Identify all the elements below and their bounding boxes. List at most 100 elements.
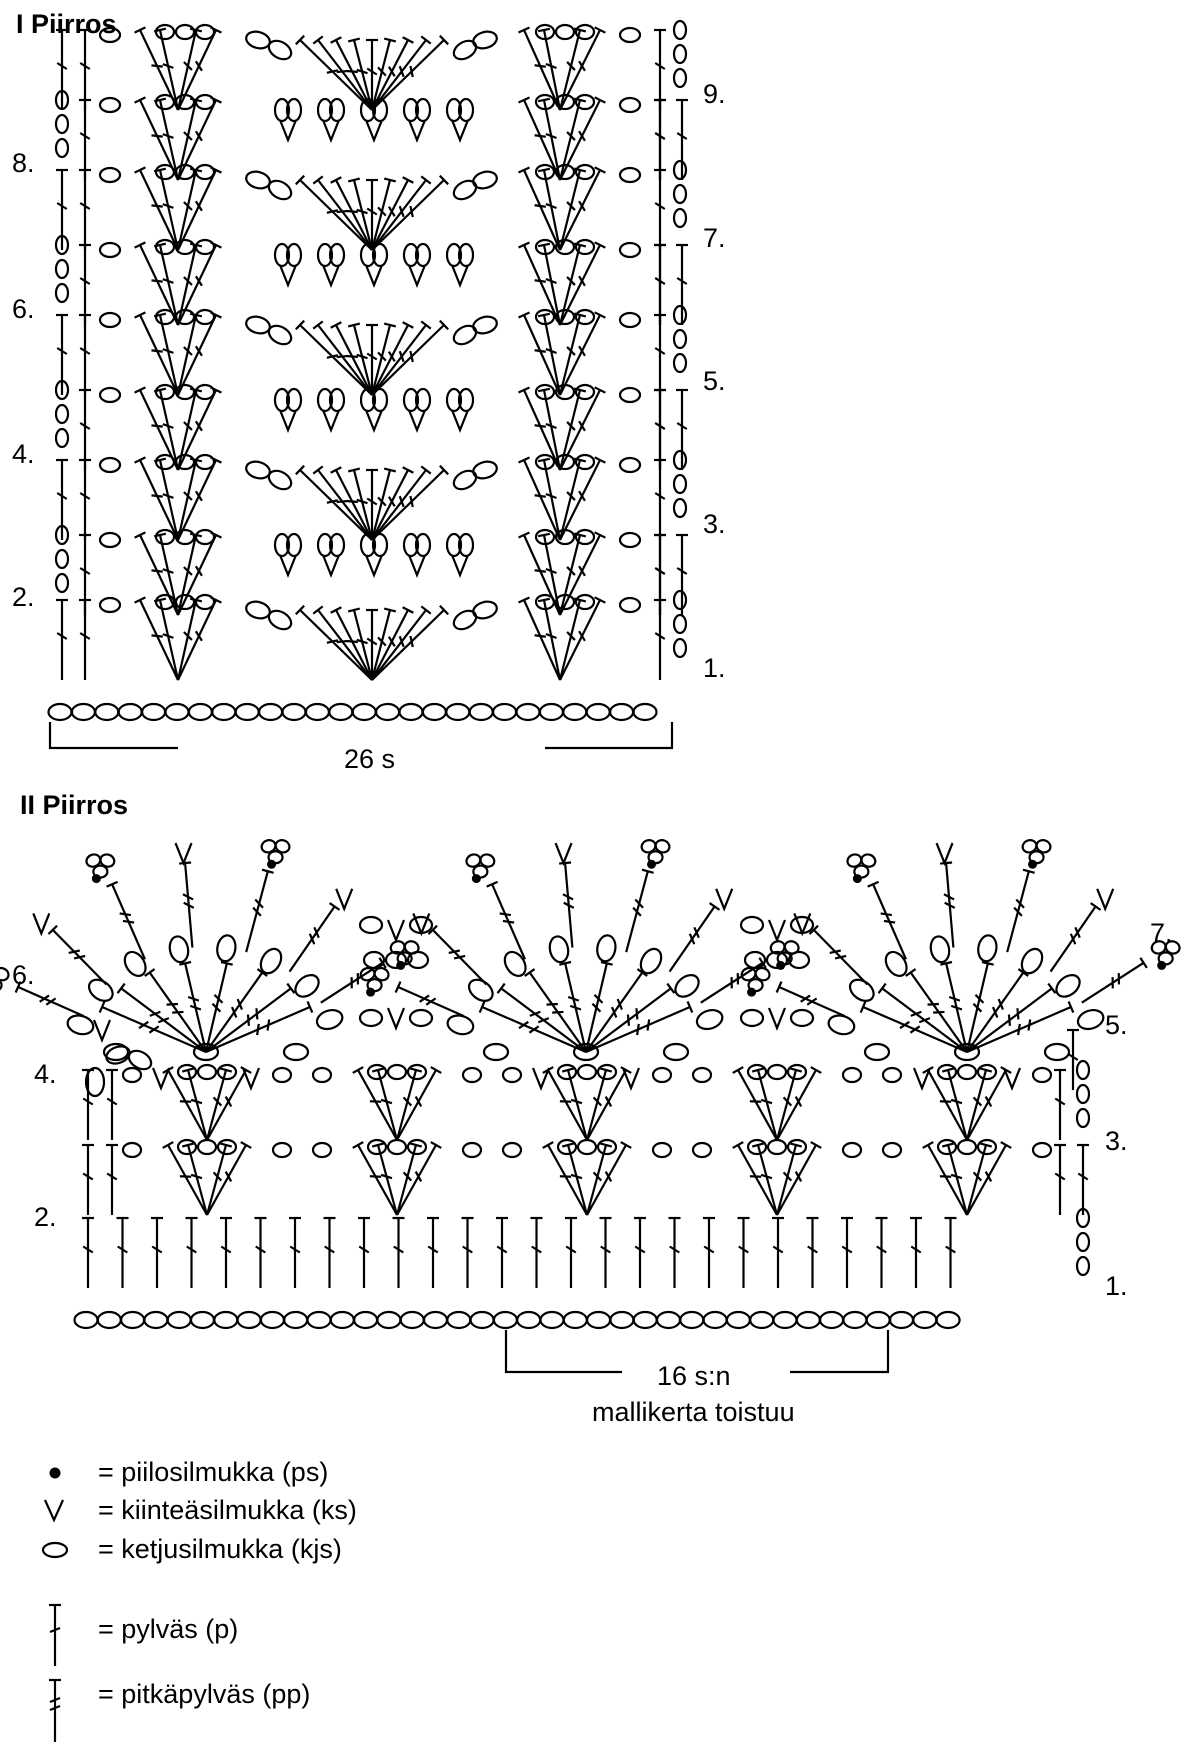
double-crochet: [756, 1069, 779, 1141]
stitch-cap: [636, 968, 648, 977]
stitch-cap: [789, 1067, 803, 1073]
stitch-bar: [933, 1010, 945, 1014]
stitch-bar: [79, 132, 91, 140]
stitch-bar: [991, 1006, 999, 1018]
stitch-cap: [518, 166, 530, 174]
double-crochet: [139, 534, 179, 616]
stitch-cap: [420, 605, 432, 615]
double-crochet: [317, 469, 373, 541]
chain-stitch: [359, 97, 377, 123]
chain-stitch: [1075, 1107, 1091, 1129]
double-crochet: [558, 169, 582, 251]
stitch-cap: [134, 596, 146, 604]
stitch-cap: [594, 166, 606, 174]
double-crochet: [927, 1069, 968, 1141]
double-crochet: [158, 169, 180, 251]
chain-stitch: [211, 702, 237, 722]
stitch-cap: [877, 982, 887, 994]
chain-stitch: [534, 383, 556, 401]
double-crochet: [139, 459, 179, 541]
stitch-bar: [669, 1245, 680, 1254]
chain-stitch: [402, 387, 420, 413]
double-crochet: [176, 459, 198, 541]
stitch-bar: [566, 276, 576, 286]
stitch-bar: [194, 565, 203, 577]
stitch-bar: [151, 634, 163, 638]
double-crochet: [206, 1144, 247, 1216]
row-label-3: 3.: [1105, 1126, 1128, 1156]
chain-stitch: [194, 383, 216, 401]
double-crochet: [522, 169, 562, 251]
double-crochet: [176, 169, 198, 251]
chain-stitch: [328, 97, 346, 123]
stitch-cap: [427, 924, 438, 935]
chain-stitch: [259, 947, 283, 975]
chain-stitch: [501, 1066, 523, 1084]
stitch-bar: [518, 1020, 529, 1030]
stitch-bar: [358, 1245, 370, 1254]
stitch-bar: [56, 632, 68, 640]
chain-stitch: [953, 1042, 981, 1062]
stitch-bar: [183, 131, 193, 141]
stitch-bar: [166, 1002, 178, 1006]
chain-stitch: [414, 97, 432, 123]
stitch-bar: [246, 1014, 251, 1026]
stitch-bar: [552, 1010, 564, 1014]
chain-stitch: [406, 1063, 428, 1081]
stitch-cap: [810, 1141, 822, 1149]
chain-stitch: [216, 1063, 238, 1081]
double-crochet: [177, 169, 217, 251]
stitch-bar: [566, 346, 576, 356]
chain-stitch: [1075, 1083, 1091, 1105]
double-crochet: [177, 389, 217, 471]
stitch-bar: [760, 1098, 773, 1105]
double-crochet: [335, 469, 373, 541]
stitch-bar: [409, 205, 414, 218]
stitch-cap: [134, 456, 146, 464]
stitch-bar: [636, 1023, 640, 1036]
stitch-bar: [183, 631, 193, 641]
double-crochet: [559, 29, 601, 111]
chain-stitch: [245, 315, 271, 335]
stitch-bar: [138, 1020, 149, 1030]
chart-1: [47, 19, 688, 750]
single-crochet: [450, 409, 470, 433]
stitch-cap: [306, 1001, 314, 1013]
chain-stitch: [672, 589, 688, 611]
double-crochet: [542, 389, 562, 471]
chain-stitch: [281, 702, 307, 722]
stitch-bar: [578, 565, 586, 577]
stitch-bar: [346, 639, 358, 644]
chain-stitch: [672, 19, 688, 41]
stitch-cap: [134, 311, 146, 319]
stitch-cap: [758, 957, 767, 969]
legend-pp-label: = pitkäpylväs (pp): [98, 1679, 310, 1709]
stitch-bar: [1015, 898, 1025, 909]
chain-stitch: [956, 1063, 978, 1081]
chain-stitch: [746, 1138, 768, 1156]
chain-stitch: [789, 915, 815, 935]
chain-stitch: [445, 532, 463, 558]
single-crochet: [241, 1067, 261, 1091]
chain-stitch: [408, 1008, 434, 1028]
stitch-bar: [1017, 1023, 1021, 1036]
stitch-bar: [984, 1171, 993, 1182]
row-label-2: 2.: [12, 582, 35, 612]
stitch-cap: [537, 312, 551, 318]
chain-stitch: [976, 1063, 998, 1081]
stitch-bar: [172, 1010, 184, 1014]
stitch-bar: [398, 495, 405, 508]
chain-stitch: [789, 1008, 815, 1028]
stitch-bar: [356, 208, 368, 215]
stitch-bar: [600, 1245, 611, 1254]
chain-stitch: [672, 352, 688, 374]
chain-stitch: [73, 1310, 99, 1330]
stitch-cap: [905, 968, 917, 977]
double-crochet: [542, 29, 562, 111]
double-crochet: [522, 459, 562, 541]
double-crochet: [522, 389, 562, 471]
stitch-cap: [352, 1066, 364, 1074]
double-crochet: [139, 599, 179, 681]
stitch-cap: [420, 320, 432, 330]
chain-stitch: [54, 282, 70, 304]
